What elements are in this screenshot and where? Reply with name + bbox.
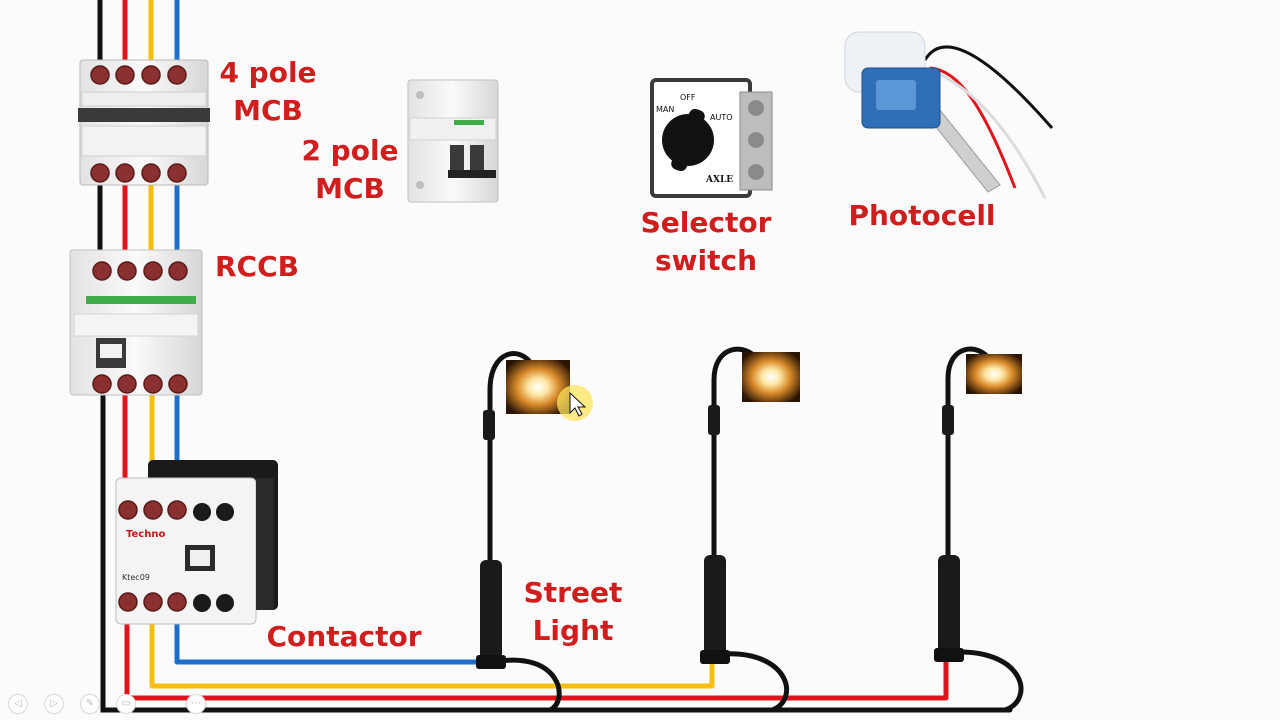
- contactor-model: Ktec09: [122, 573, 150, 582]
- play-icon[interactable]: ▷: [44, 694, 64, 714]
- slides-icon[interactable]: ▭: [116, 694, 136, 714]
- label-selector-switch: Selector switch: [628, 204, 784, 280]
- contactor: Techno Ktec09: [115, 460, 278, 625]
- label-selector-switch-line1: Selector: [640, 206, 772, 239]
- selector-pos-off: OFF: [680, 93, 696, 102]
- selector-switch: MAN OFF AUTO AXLE: [650, 78, 773, 198]
- label-2-pole-mcb-line1: 2 pole: [301, 134, 399, 167]
- photocell: [844, 31, 1054, 199]
- label-4-pole-mcb-line2: MCB: [233, 94, 303, 127]
- selector-brand: AXLE: [705, 175, 733, 185]
- label-photocell: Photocell: [848, 199, 996, 232]
- street-light-1: [476, 351, 570, 669]
- label-selector-switch-line2: switch: [654, 244, 758, 277]
- rccb: [69, 249, 203, 396]
- street-light-2: [700, 346, 800, 664]
- mcb-4-pole: [78, 59, 210, 186]
- label-2-pole-mcb-line2: MCB: [315, 172, 385, 205]
- selector-pos-man: MAN: [656, 105, 674, 114]
- label-rccb: RCCB: [215, 250, 299, 283]
- lamp-burst-icon: [966, 354, 1022, 394]
- more-icon[interactable]: ⋯: [186, 694, 206, 714]
- label-street-light: Street Light: [512, 574, 634, 650]
- label-4-pole-mcb: 4 pole MCB: [212, 54, 324, 130]
- prev-icon[interactable]: ◁: [8, 694, 28, 714]
- label-street-light-line1: Street: [523, 576, 623, 609]
- mouse-cursor: [557, 385, 593, 421]
- street-light-3: [934, 346, 1022, 662]
- load-wires: [124, 607, 1024, 713]
- pen-icon[interactable]: ✎: [80, 694, 100, 714]
- label-4-pole-mcb-line1: 4 pole: [219, 56, 317, 89]
- label-2-pole-mcb: 2 pole MCB: [294, 132, 406, 208]
- label-street-light-line2: Light: [532, 614, 614, 647]
- label-contactor: Contactor: [266, 620, 422, 653]
- lamp-burst-icon: [742, 352, 800, 402]
- mcb-2-pole: [407, 79, 499, 203]
- contactor-brand: Techno: [126, 529, 165, 540]
- selector-pos-auto: AUTO: [710, 113, 733, 122]
